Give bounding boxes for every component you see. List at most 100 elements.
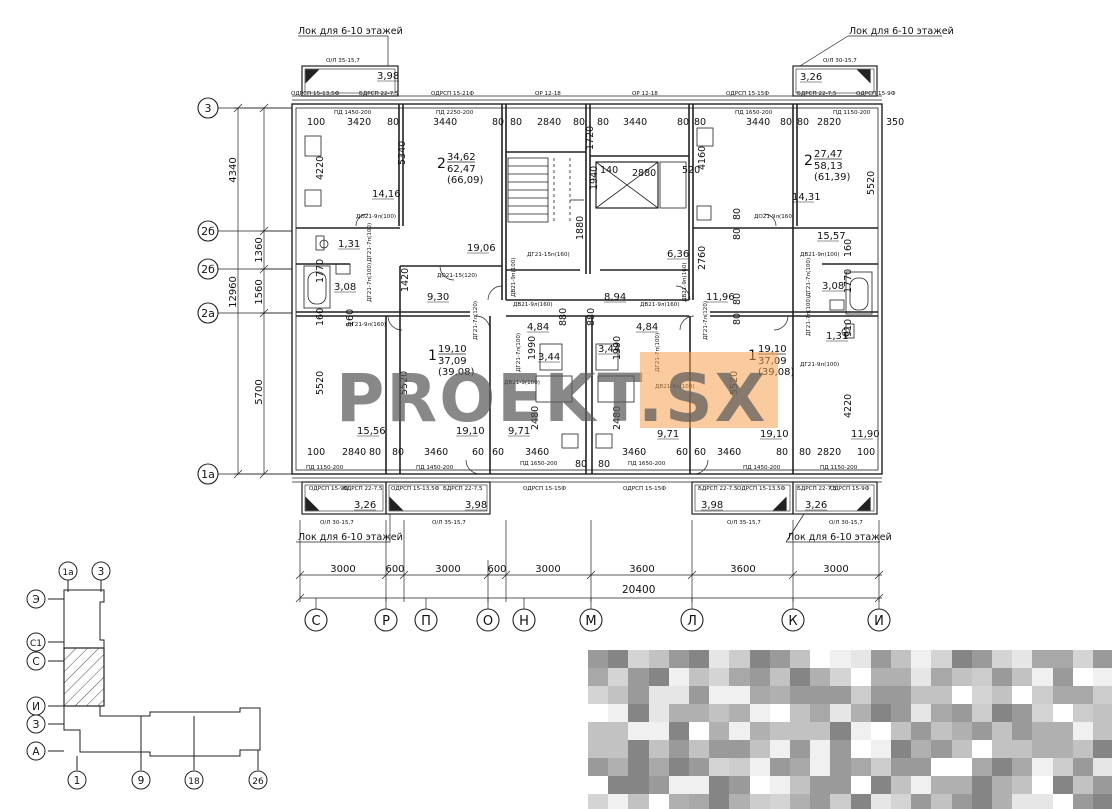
interior-dimension: 4160: [697, 146, 708, 170]
row-axis-label: 2б: [201, 225, 215, 238]
blur-tile: [830, 740, 852, 759]
interior-dimension: 80: [732, 313, 743, 325]
key-plan-axis-label: И: [32, 701, 40, 713]
room-area: 8,94: [604, 292, 626, 303]
blur-tile: [648, 740, 670, 759]
blur-tile: [608, 650, 630, 669]
element-mark: ПД 1650-200: [735, 110, 773, 116]
blur-tile: [608, 794, 630, 809]
room-area: 9,71: [508, 426, 530, 437]
apartment-living-area: 19,10: [438, 344, 467, 355]
blur-tile: [588, 704, 609, 723]
interior-dimension: 80: [797, 117, 809, 128]
interior-dimension: 80: [598, 459, 610, 470]
room-area: 4,84: [636, 322, 658, 333]
blur-tile: [830, 668, 852, 687]
blur-tile: [931, 758, 953, 777]
blur-tile: [1072, 740, 1094, 759]
interior-dimension: 3440: [746, 117, 770, 128]
interior-dimension: 80: [694, 117, 706, 128]
blur-tile: [911, 776, 933, 795]
blur-tile: [830, 650, 852, 669]
blur-tile: [911, 740, 933, 759]
blur-tile: [951, 722, 973, 741]
blur-tile: [971, 758, 993, 777]
room-area: 19,10: [456, 426, 485, 437]
blur-tile: [790, 650, 811, 669]
blur-tile: [911, 758, 933, 777]
room-area: 3,44: [598, 344, 620, 355]
room-area: 14,16: [372, 189, 401, 200]
blur-tile: [992, 740, 1013, 759]
blur-tile: [850, 650, 872, 669]
pixelated-region: [588, 650, 1112, 809]
blur-tile: [870, 794, 892, 809]
interior-dimension: 2820: [817, 447, 841, 458]
column-axis-label: К: [788, 614, 797, 629]
element-mark: ОДРСП 15-21Ф: [431, 91, 474, 97]
interior-dimension: 60: [472, 447, 484, 458]
interior-dimension: 4220: [315, 156, 326, 180]
blur-tile: [992, 758, 1013, 777]
room-area: 11,96: [706, 292, 735, 303]
interior-dimension: 2880: [632, 168, 656, 179]
blur-tile: [729, 758, 751, 777]
element-mark: ПД 1150-200: [820, 465, 858, 471]
vertical-dimension: 4340: [228, 157, 239, 182]
blur-tile: [1052, 704, 1074, 723]
key-plan-axis-label: С1: [30, 639, 42, 649]
blur-tile: [729, 686, 751, 705]
interior-dimension: 5520: [399, 371, 410, 395]
blur-tile: [992, 776, 1013, 795]
blur-tile: [749, 668, 771, 687]
blur-tile: [709, 704, 731, 723]
blur-tile: [830, 758, 852, 777]
room-area: 19,10: [760, 429, 789, 440]
blur-tile: [911, 668, 933, 687]
blur-tile: [810, 668, 832, 687]
blur-tile: [628, 740, 650, 759]
blur-tile: [870, 722, 892, 741]
blur-tile: [992, 704, 1013, 723]
element-mark: ПД 1150-200: [306, 465, 344, 471]
blur-tile: [1093, 722, 1112, 741]
blur-tile: [790, 722, 811, 741]
row-axis-label: 3: [205, 102, 212, 115]
element-mark: ОДРСП 15-13,5Ф: [391, 486, 440, 492]
blur-tile: [749, 794, 771, 809]
blur-tile: [891, 722, 912, 741]
blur-tile: [769, 650, 791, 669]
element-mark: ПД 1450-200: [334, 110, 372, 116]
column-axis-label: Л: [687, 614, 697, 629]
blur-tile: [588, 740, 609, 759]
element-mark: ДГ21-7п(100): [806, 258, 812, 297]
blur-tile: [1072, 776, 1094, 795]
column-axis-label: О: [483, 614, 493, 629]
column-axis-bubble: [867, 608, 891, 632]
blur-tile: [668, 722, 690, 741]
room-area: 9,71: [657, 429, 679, 440]
blur-tile: [850, 794, 872, 809]
blur-tile: [588, 686, 609, 705]
element-mark: ДО21-9л(100): [356, 214, 396, 220]
element-mark: ПД 2250-200: [436, 110, 474, 116]
column-axis-bubble: [579, 608, 603, 632]
blur-tile: [729, 740, 751, 759]
column-axis-label: Р: [382, 614, 390, 629]
interior-dimension: 80: [799, 447, 811, 458]
room-area: 3,08: [822, 281, 844, 292]
blur-tile: [628, 794, 650, 809]
bottom-dimension: 3600: [629, 564, 654, 575]
apartment-reduced-area: (39,08): [438, 367, 475, 378]
interior-walls: [296, 104, 878, 474]
blur-tile: [709, 758, 731, 777]
blur-tile: [850, 740, 872, 759]
interior-dimension: 1940: [589, 166, 600, 190]
blur-tile: [1012, 740, 1034, 759]
blur-tile: [971, 650, 993, 669]
room-area: 11,90: [851, 429, 880, 440]
blur-tile: [769, 758, 791, 777]
